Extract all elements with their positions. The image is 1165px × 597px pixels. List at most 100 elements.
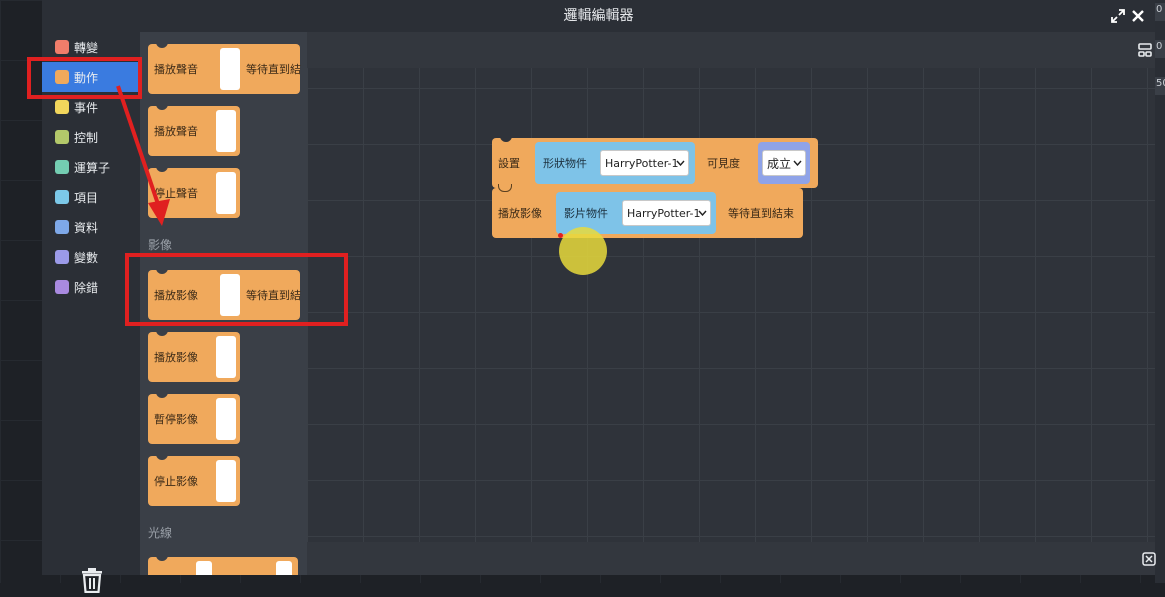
category-swatch [55, 220, 69, 234]
flyout-block[interactable]: 停止聲音 [148, 165, 240, 218]
category-swatch [55, 40, 69, 54]
block-notch [156, 165, 168, 172]
block-notch [156, 329, 168, 336]
block-flyout: 播放聲音 等待直到結 播放聲音 停止聲音 影像 播放影像 等待直到結 播放影像 [140, 32, 307, 575]
cursor-pointer [558, 233, 563, 238]
layout-icon[interactable] [1137, 42, 1153, 58]
block-slot [196, 561, 212, 575]
flyout-block[interactable]: 停止影像 [148, 453, 240, 506]
category-label: 運算子 [74, 160, 111, 175]
block-slot [216, 460, 236, 502]
block-label: 播放影像 [154, 289, 198, 302]
flyout-block[interactable] [148, 554, 298, 575]
category-label: 變數 [74, 250, 99, 265]
video-object-input[interactable]: 影片物件 HarryPotter-1 [556, 192, 716, 234]
category-item[interactable]: 項目 [42, 182, 140, 212]
block-notch [156, 453, 168, 460]
window-title: 邏輯編輯器 [563, 8, 634, 24]
block-label: 播放聲音 [154, 125, 198, 138]
block-notch [498, 184, 512, 192]
category-swatch [55, 70, 69, 84]
trash-icon [82, 568, 102, 594]
section-label-video: 影像 [148, 238, 173, 252]
block-notch [156, 41, 168, 48]
block-notch [500, 135, 512, 142]
block-label: 設置 [498, 157, 520, 170]
block-suffix: 等待直到結束 [728, 207, 794, 220]
category-item[interactable]: 運算子 [42, 152, 140, 182]
strip-number: 0 [1156, 41, 1163, 52]
category-swatch [55, 160, 69, 174]
chevron-down-icon [676, 160, 685, 166]
flyout-block[interactable]: 播放聲音 等待直到結 [148, 41, 301, 94]
expand-icon [1111, 9, 1125, 23]
block-label: 停止聲音 [154, 187, 198, 200]
category-item[interactable]: 除錯 [42, 272, 140, 302]
category-item[interactable]: 資料 [42, 212, 140, 242]
visibility-label: 可見度 [707, 157, 740, 170]
trash-button[interactable] [80, 567, 104, 594]
highlight-box-block [125, 253, 348, 326]
highlight-box-category [27, 57, 142, 99]
window-titlebar: 邏輯編輯器 [42, 0, 1155, 32]
input-label: 影片物件 [564, 207, 608, 220]
category-item[interactable]: 控制 [42, 122, 140, 152]
block-slot [216, 398, 236, 440]
block-notch [156, 391, 168, 398]
chevron-down-icon [698, 210, 707, 216]
category-swatch [55, 190, 69, 204]
category-item[interactable]: 事件 [42, 92, 140, 122]
category-label: 資料 [74, 220, 99, 235]
block-slot [276, 561, 292, 575]
block-label: 暫停影像 [154, 413, 198, 426]
flyout-block[interactable]: 播放影像 等待直到結 [148, 267, 301, 320]
workspace-toolbar [307, 32, 1155, 68]
block-slot [216, 172, 236, 214]
expand-button[interactable] [1108, 6, 1128, 26]
block-suffix: 等待直到結 [246, 63, 301, 76]
close-button[interactable] [1128, 6, 1148, 26]
cursor-highlight [559, 227, 607, 275]
block-label: 停止影像 [154, 475, 198, 488]
block-notch [156, 267, 168, 274]
block-label: 播放影像 [154, 351, 198, 364]
play-video-block[interactable]: 播放影像 影片物件 HarryPotter-1 等待直到結束 [492, 184, 803, 238]
category-label: 動作 [74, 70, 99, 85]
category-label: 除錯 [74, 280, 99, 295]
flyout-block[interactable]: 播放聲音 [148, 103, 240, 156]
category-label: 事件 [74, 100, 99, 115]
dropdown-value: 成立 [767, 156, 792, 171]
flyout-block[interactable]: 暫停影像 [148, 391, 240, 444]
logic-editor-window: 邏輯編輯器 轉變 動作 事件 控制 運算子 [42, 0, 1157, 594]
video-object-dropdown[interactable]: HarryPotter-1 [622, 200, 711, 226]
boolean-input[interactable]: 成立 [758, 142, 810, 184]
dropdown-value: HarryPotter-1 [627, 206, 701, 220]
block-suffix: 等待直到結 [246, 289, 301, 302]
section-label-light: 光線 [148, 526, 173, 540]
category-item[interactable]: 轉變 [42, 32, 140, 62]
block-notch [156, 103, 168, 110]
category-label: 項目 [74, 190, 99, 205]
chevron-down-icon [793, 160, 802, 166]
input-label: 形狀物件 [543, 157, 587, 170]
block-notch [156, 554, 168, 561]
shape-object-input[interactable]: 形狀物件 HarryPotter-1 [535, 142, 695, 184]
set-visibility-block[interactable]: 設置 形狀物件 HarryPotter-1 可見度 成立 [492, 135, 818, 188]
dropdown-value: HarryPotter-1 [605, 156, 679, 170]
shape-object-dropdown[interactable]: HarryPotter-1 [600, 150, 689, 176]
category-label: 轉變 [74, 40, 99, 55]
category-swatch [55, 280, 69, 294]
strip-number: 50 [1156, 78, 1165, 89]
boolean-dropdown[interactable]: 成立 [762, 150, 806, 176]
block-slot [220, 48, 240, 90]
block-slot [220, 274, 240, 316]
strip-number: 0 [1156, 4, 1163, 15]
clear-icon[interactable] [1141, 551, 1157, 567]
block-workspace[interactable] [307, 32, 1155, 542]
category-item[interactable]: 變數 [42, 242, 140, 272]
block-slot [216, 110, 236, 152]
flyout-block[interactable]: 播放影像 [148, 329, 240, 382]
block-label: 播放聲音 [154, 63, 198, 76]
category-swatch [55, 100, 69, 114]
close-icon [1132, 10, 1144, 22]
